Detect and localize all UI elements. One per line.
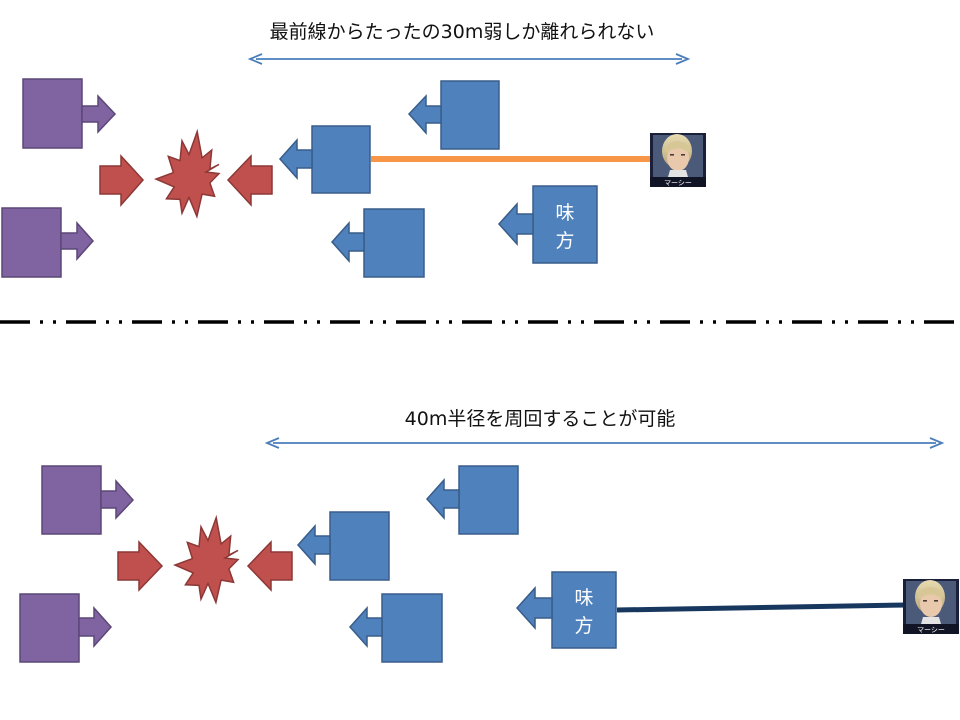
- ally-unit-labeled: 味 方: [515, 571, 617, 649]
- heal-beam-long: [616, 602, 907, 613]
- mercy-portrait: マーシー: [650, 133, 706, 187]
- mercy-portrait: マーシー: [903, 579, 959, 634]
- ally-unit: [348, 593, 443, 663]
- clash-burst: [153, 128, 221, 219]
- ally-label-line1: 味: [574, 587, 593, 609]
- ally-unit: [330, 208, 425, 278]
- mercy-label: マーシー: [917, 626, 945, 634]
- enemy-unit: [22, 78, 117, 149]
- enemy-unit: [19, 593, 113, 663]
- ally-label-line2: 方: [555, 230, 574, 252]
- ally-unit: [407, 80, 500, 150]
- clash-arrow-left: [226, 154, 273, 207]
- ally-unit: [296, 511, 390, 581]
- ally-label-line2: 方: [574, 615, 593, 637]
- mercy-label: マーシー: [664, 179, 692, 187]
- ally-unit-front: [278, 125, 371, 194]
- top-panel: 最前線からたったの30m弱しか離れられない: [1, 21, 706, 278]
- clash-arrow-right: [117, 540, 164, 592]
- clash-arrow-left: [246, 540, 293, 592]
- enemy-unit: [1, 207, 95, 278]
- ally-unit-labeled: 味 方: [497, 185, 598, 264]
- clash-arrow-right: [99, 154, 145, 207]
- top-caption: 最前線からたったの30m弱しか離れられない: [270, 21, 655, 43]
- bottom-panel: 40m半径を周回することが可能: [19, 408, 959, 663]
- ally-label-line1: 味: [555, 202, 574, 224]
- bottom-range-arrow: [264, 437, 945, 449]
- top-range-arrow: [247, 53, 691, 65]
- clash-burst: [172, 514, 240, 605]
- enemy-unit: [41, 465, 135, 535]
- ally-unit: [425, 465, 519, 535]
- bottom-caption: 40m半径を周回することが可能: [405, 408, 676, 430]
